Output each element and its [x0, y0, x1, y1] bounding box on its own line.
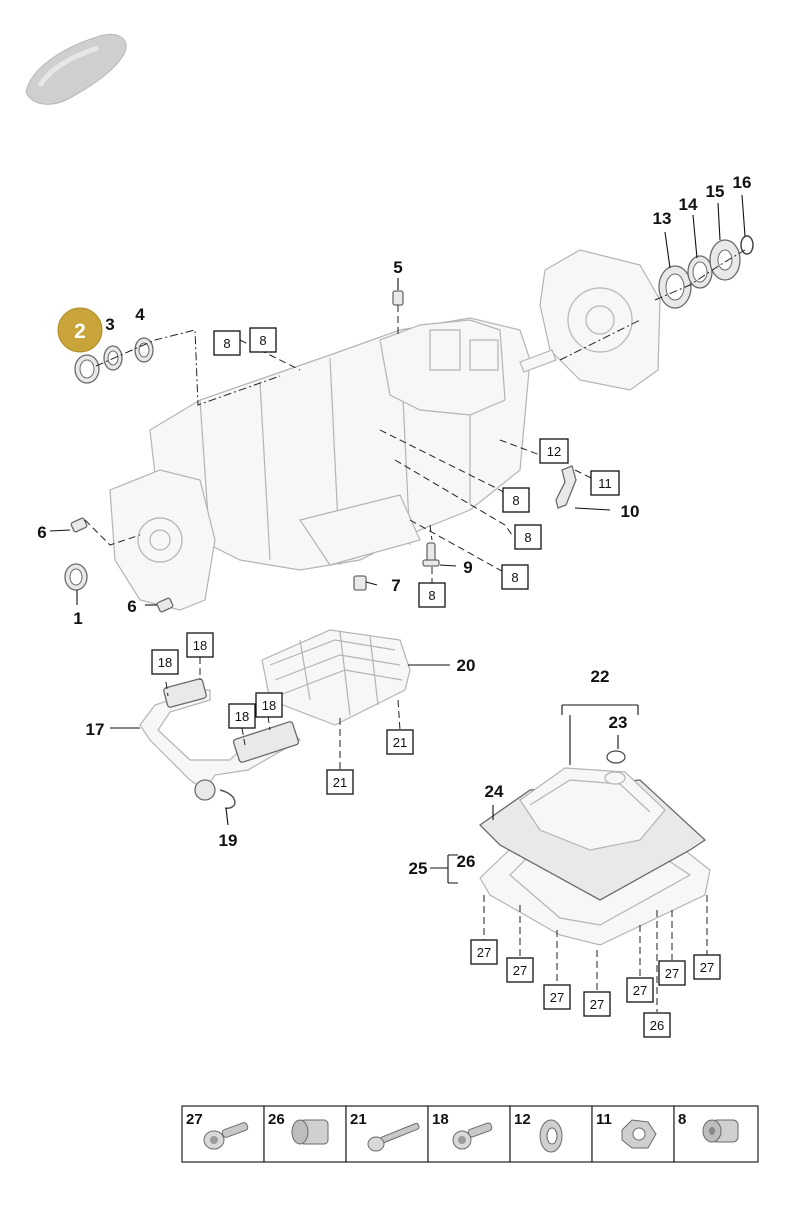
callout-22: 22: [591, 667, 610, 686]
washer-icon: [539, 1119, 563, 1153]
svg-text:8: 8: [511, 570, 518, 585]
callout-7: 7: [391, 576, 400, 595]
long-bolt-icon: [367, 1122, 420, 1152]
box-8d: 8: [514, 524, 542, 550]
seal-parts-right: [658, 235, 754, 309]
callout-labels: 3 4 5 6 1 6 7 9 10 13 14 15 16 17 19 20 …: [37, 173, 751, 878]
box-8a: 8: [213, 330, 241, 356]
svg-text:27: 27: [633, 983, 647, 998]
plug-5: [392, 290, 404, 306]
callout-6b: 6: [127, 597, 136, 616]
leader-lines: [49, 194, 746, 1012]
callout-14: 14: [679, 195, 698, 214]
svg-text:27: 27: [700, 960, 714, 975]
svg-text:27: 27: [665, 966, 679, 981]
highlight-label: 2: [74, 320, 86, 343]
oil-pan-assembly: [478, 750, 711, 946]
car-silhouette-icon: [25, 33, 127, 105]
box-27d: 27: [583, 991, 611, 1017]
callout-6a: 6: [37, 523, 46, 542]
transmission-housing: [109, 249, 661, 611]
callout-16: 16: [733, 173, 752, 192]
svg-text:27: 27: [513, 963, 527, 978]
plug-icon: [702, 1119, 739, 1143]
box-26: 26: [643, 1012, 671, 1038]
box-18b: 18: [151, 649, 179, 675]
callout-26: 26: [457, 852, 476, 871]
callout-23: 23: [609, 713, 628, 732]
box-27b: 27: [506, 957, 534, 983]
legend-label-26: 26: [268, 1111, 285, 1128]
callout-1: 1: [73, 609, 82, 628]
svg-text:26: 26: [650, 1018, 664, 1033]
box-8e: 8: [501, 564, 529, 590]
callout-13: 13: [653, 209, 672, 228]
callout-20: 20: [457, 656, 476, 675]
callout-4: 4: [135, 305, 145, 324]
svg-text:8: 8: [524, 530, 531, 545]
legend-label-11: 11: [596, 1111, 612, 1128]
callout-9: 9: [463, 558, 472, 577]
seal-parts-left: [64, 337, 154, 591]
box-18c: 18: [228, 703, 256, 729]
svg-text:18: 18: [158, 655, 172, 670]
box-8b: 8: [249, 327, 277, 353]
svg-text:12: 12: [547, 444, 561, 459]
svg-text:11: 11: [598, 476, 612, 491]
svg-text:27: 27: [550, 990, 564, 1005]
box-18a: 18: [186, 632, 214, 658]
svg-text:8: 8: [428, 588, 435, 603]
valve-body: [261, 629, 411, 726]
svg-text:8: 8: [512, 493, 519, 508]
wiring-harness: [139, 678, 301, 809]
boxed-labels: 8 8 12 11 8 8 8 8 18 18 18 18 21 21 27 2…: [151, 327, 721, 1038]
svg-text:21: 21: [393, 735, 407, 750]
callout-3: 3: [105, 315, 114, 334]
svg-text:8: 8: [259, 333, 266, 348]
box-21b: 21: [326, 769, 354, 795]
svg-text:27: 27: [477, 945, 491, 960]
box-27c: 27: [543, 984, 571, 1010]
highlight-callout-2[interactable]: 2: [57, 307, 103, 353]
box-27e: 27: [626, 977, 654, 1003]
callout-24: 24: [485, 782, 504, 801]
box-8c: 8: [502, 487, 530, 513]
svg-text:18: 18: [235, 709, 249, 724]
svg-text:27: 27: [590, 997, 604, 1012]
short-bolt-icon: [452, 1122, 493, 1150]
callout-19: 19: [219, 831, 238, 850]
callout-15: 15: [706, 182, 725, 201]
box-27f: 27: [658, 960, 686, 986]
legend-cell-21: [345, 1105, 429, 1163]
svg-text:21: 21: [333, 775, 347, 790]
parts-legend: 27 26 21 18 12 11 8: [181, 1105, 759, 1163]
box-21a: 21: [386, 729, 414, 755]
legend-label-27: 27: [186, 1111, 203, 1128]
box-12: 12: [539, 438, 569, 464]
legend-label-21: 21: [350, 1111, 367, 1128]
sleeve-nut-icon: [291, 1119, 329, 1145]
box-27g: 27: [693, 954, 721, 980]
callout-10: 10: [621, 502, 640, 521]
legend-label-8: 8: [678, 1111, 686, 1128]
callout-5: 5: [393, 258, 402, 277]
legend-label-18: 18: [432, 1111, 449, 1128]
box-27a: 27: [470, 939, 498, 965]
svg-text:18: 18: [193, 638, 207, 653]
small-parts: [70, 465, 577, 613]
svg-text:8: 8: [223, 336, 230, 351]
hex-nut-icon: [621, 1119, 657, 1149]
box-18d: 18: [255, 692, 283, 718]
legend-label-12: 12: [514, 1111, 531, 1128]
flange-bolt-icon: [203, 1122, 249, 1150]
svg-text:18: 18: [262, 698, 276, 713]
box-8f: 8: [418, 582, 446, 608]
callout-25: 25: [409, 859, 428, 878]
box-11: 11: [590, 470, 620, 496]
callout-17: 17: [86, 720, 105, 739]
